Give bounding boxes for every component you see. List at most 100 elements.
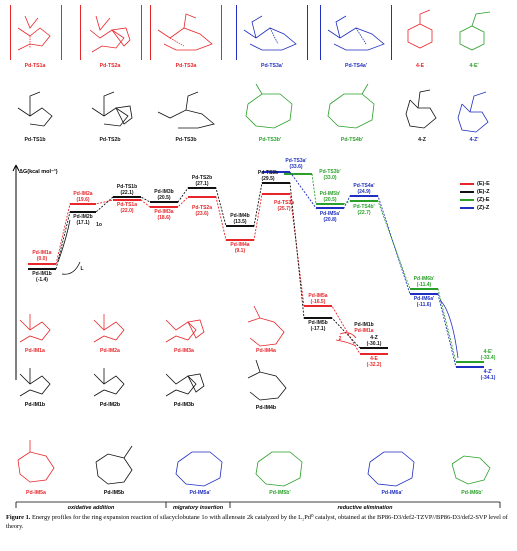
level-pd-im1b: Pd-IM1b(-1.4) — [32, 271, 52, 283]
level-pd-ts1a: Pd-TS1a(22.0) — [116, 202, 138, 214]
section-divider — [15, 501, 501, 508]
sketch-im5b — [95, 445, 133, 485]
label-4z: 4-Z — [418, 137, 426, 143]
sketch-ts1b — [17, 91, 53, 127]
sketch-im6a-prime — [367, 451, 415, 487]
level-pd-im6b-prime: Pd-IM6b'(-11.4) — [413, 276, 435, 288]
level-pd-im5a-prime: Pd-IM5a'(20.8) — [319, 211, 341, 223]
label-L: L — [80, 266, 84, 272]
sketch-ts4b-prime — [327, 83, 375, 129]
label-pd-im5a: Pd-IM5a — [26, 490, 46, 496]
label-pd-ts1b: Pd-TS1b — [24, 137, 46, 143]
label-pd-im1b: Pd-IM1b — [24, 402, 46, 408]
bracket-ts3a-prime — [236, 5, 307, 60]
level-pd-ts3a-prime: Pd-TS3a'(33.6) — [285, 158, 307, 170]
label-2: 2 — [338, 336, 342, 342]
sketch-ts1a — [17, 15, 51, 51]
label-pd-ts3b-prime: Pd-TS3b' — [258, 137, 282, 143]
label-pd-im3a: Pd-IM3a — [174, 348, 194, 354]
legend-item-e-e: (E)-E — [460, 181, 490, 187]
level-pd-im5a: Pd-IM5a(-16.5) — [308, 293, 328, 305]
label-side-im1a: Pd-IM1a — [354, 328, 374, 334]
legend-swatch — [460, 182, 474, 185]
sketch-im2b — [93, 368, 125, 397]
sketch-ts4a-prime — [327, 15, 385, 51]
level-pd-im2a: Pd-IM2a(19.6) — [73, 191, 93, 203]
label-pd-im5a-prime: Pd-IM5a' — [189, 490, 211, 496]
caption-label: Figure 1. — [6, 514, 31, 521]
sketch-im5a — [17, 440, 55, 483]
level-pd-im4a: Pd-IM4a(9.1) — [230, 242, 250, 254]
level-pd-im2b: Pd-IM2b(17.1) — [73, 214, 93, 226]
legend-swatch — [460, 198, 474, 201]
energy-axis — [12, 164, 20, 380]
figure-caption: Figure 1. Energy profiles for the ring e… — [6, 514, 511, 531]
sketch-im4a — [247, 305, 285, 347]
sketch-im3a — [165, 319, 205, 343]
profile-levels — [28, 171, 484, 368]
profile-connectors — [55, 171, 457, 368]
bracket-ts3a-prime-r — [306, 5, 308, 60]
label-pd-ts1a: Pd-TS1a — [24, 63, 46, 69]
label-4e-prime: 4-E' — [469, 63, 479, 69]
label-pd-im4a: Pd-IM4a — [256, 348, 276, 354]
sketch-ts3b-prime — [245, 83, 293, 129]
label-pd-im2b: Pd-IM2b — [99, 402, 121, 408]
label-4z-prime: 4-Z' — [469, 137, 479, 143]
bracket-ts4a-prime-r — [390, 5, 392, 60]
label-pd-im1a: Pd-IM1a — [25, 348, 45, 354]
sketch-ts2a — [89, 15, 131, 53]
level-pd-im5b-prime: Pd-IM5b'(20.5) — [319, 191, 341, 203]
label-side-im1b: Pd-IM1b — [354, 322, 374, 328]
level-4e-prime: 4-E'(-33.4) — [480, 349, 496, 361]
level-pd-im5b: Pd-IM5b(-17.1) — [308, 320, 328, 332]
arrows-1o — [57, 219, 81, 275]
level-pd-ts2a: Pd-TS2a(23.6) — [191, 205, 213, 217]
sketch-ts2b — [91, 91, 133, 127]
level-4z: 4-Z(-30.1) — [366, 335, 382, 347]
sketch-ts3a-prime — [243, 15, 297, 51]
label-pd-im5b: Pd-IM5b — [103, 490, 125, 496]
label-1o: 1o — [96, 222, 102, 228]
level-pd-ts4b-prime: Pd-TS4b'(22.7) — [353, 204, 375, 216]
bracket-ts1a-r — [60, 5, 62, 60]
legend-item-z-z: (Z)-Z — [460, 205, 489, 211]
sketch-4e — [407, 9, 433, 49]
label-pd-ts4a-prime: Pd-TS4a' — [345, 63, 367, 69]
sketch-im3b — [165, 373, 205, 397]
bracket-ts2a — [80, 5, 141, 60]
level-pd-im3a: Pd-IM3a(18.6) — [154, 209, 174, 221]
sketch-im5b-prime — [255, 451, 303, 487]
level-pd-im3b: Pd-IM3b(20.5) — [154, 189, 174, 201]
bracket-ts3a — [150, 5, 221, 60]
bracket-ts1a — [10, 5, 61, 60]
label-pd-im3b: Pd-IM3b — [173, 402, 195, 408]
sketch-im4b — [247, 359, 287, 401]
label-pd-ts3a: Pd-TS3a — [175, 63, 197, 69]
label-pd-im6a-prime: Pd-IM6a' — [381, 490, 403, 496]
label-pd-ts3b: Pd-TS3b — [175, 137, 197, 143]
section-oxidative-addition: oxidative addition — [67, 505, 115, 511]
sketch-4z — [405, 89, 437, 129]
label-pd-ts2a: Pd-TS2a — [99, 63, 121, 69]
sketch-4e-prime — [459, 11, 491, 51]
bracket-ts3a-r — [220, 5, 222, 60]
axis-title: ΔG(kcal mol⁻¹) — [19, 169, 58, 175]
level-pd-ts3b-prime: Pd-TS3b'(33.0) — [319, 169, 341, 181]
legend-swatch — [460, 206, 474, 209]
sketch-im1b — [19, 368, 51, 397]
label-pd-im2a: Pd-IM2a — [100, 348, 120, 354]
section-reductive-elimination: reductive elimination — [337, 505, 393, 511]
level-pd-ts3b: Pd-TS3b(29.5) — [257, 170, 279, 182]
sketch-ts3a — [157, 13, 213, 51]
level-pd-im4b: Pd-IM4b(13.5) — [230, 213, 250, 225]
level-4z-prime: 4-Z'(-34.1) — [480, 369, 496, 381]
label-pd-im4b: Pd-IM4b — [255, 405, 277, 411]
level-pd-im6a-prime: Pd-IM6a'(-11.6) — [413, 296, 435, 308]
section-migratory-insertion: migratory insertion — [172, 505, 224, 511]
level-pd-im1a: Pd-IM1a(0.0) — [32, 250, 52, 262]
label-pd-im6b-prime: Pd-IM6b' — [461, 490, 483, 496]
label-pd-ts4b-prime: Pd-TS4b' — [340, 137, 364, 143]
level-pd-ts1b: Pd-TS1b(22.1) — [116, 184, 138, 196]
